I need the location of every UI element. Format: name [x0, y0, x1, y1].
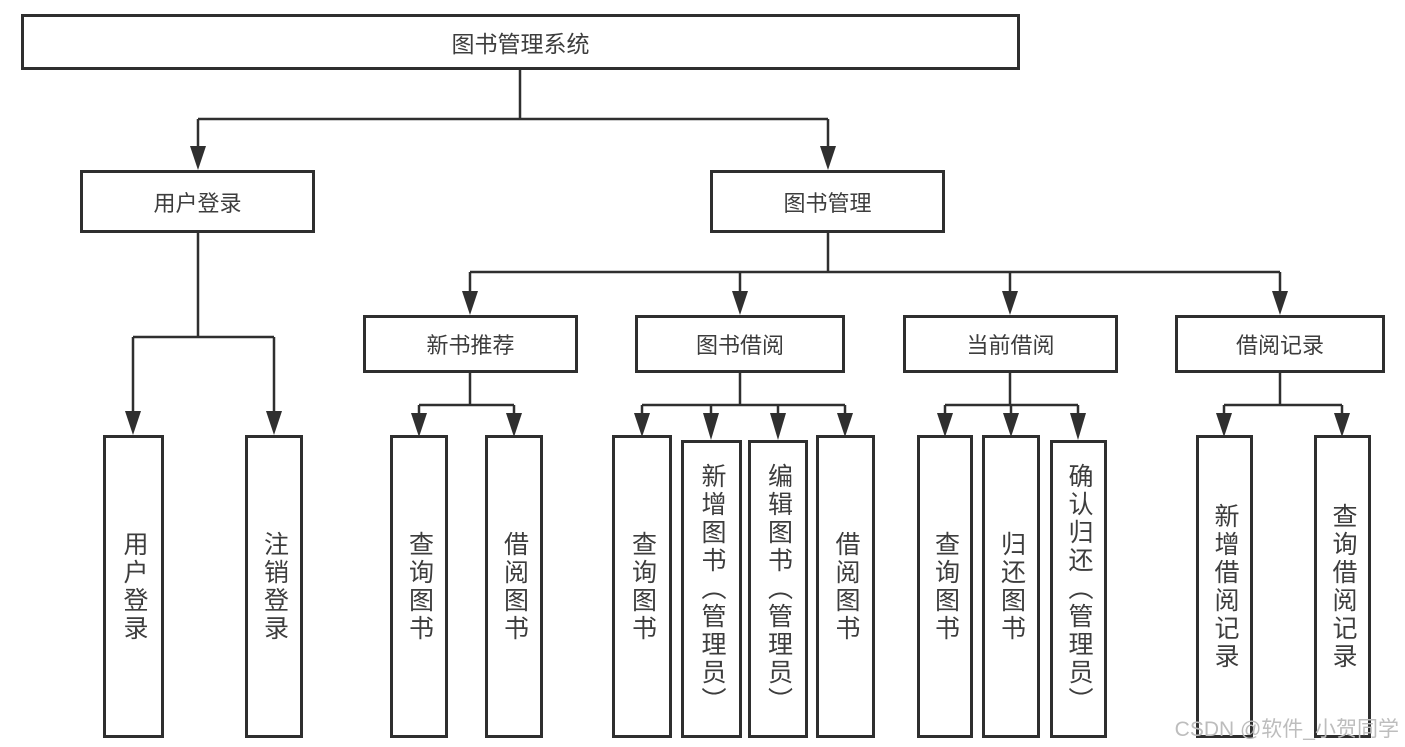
leaf-add-borrow-record: 新增借阅记录	[1196, 435, 1253, 738]
leaf-borrow-books-recommend: 借阅图书	[485, 435, 543, 738]
node-user-login: 用户登录	[80, 170, 315, 233]
leaf-borrow-books: 借阅图书	[816, 435, 875, 738]
leaf-query-books-recommend: 查询图书	[390, 435, 448, 738]
leaf-logout: 注销登录	[245, 435, 303, 738]
leaf-return-books: 归还图书	[982, 435, 1040, 738]
leaf-query-borrow-record: 查询借阅记录	[1314, 435, 1371, 738]
leaf-query-books-borrow: 查询图书	[612, 435, 672, 738]
leaf-edit-books-admin: 编辑图书（管理员）	[748, 440, 808, 738]
node-new-book-recommend: 新书推荐	[363, 315, 578, 373]
csdn-watermark: CSDN @软件_小贺同学	[1174, 718, 1399, 741]
leaf-user-login: 用户登录	[103, 435, 164, 738]
node-current-borrow: 当前借阅	[903, 315, 1118, 373]
leaf-confirm-return-admin: 确认归还（管理员）	[1050, 440, 1107, 738]
node-borrow-records: 借阅记录	[1175, 315, 1385, 373]
leaf-add-books-admin: 新增图书（管理员）	[681, 440, 742, 738]
node-library-management-system: 图书管理系统	[21, 14, 1020, 70]
node-book-management: 图书管理	[710, 170, 945, 233]
node-book-borrow: 图书借阅	[635, 315, 845, 373]
leaf-query-books-current: 查询图书	[917, 435, 973, 738]
arrowheads	[125, 146, 1350, 440]
